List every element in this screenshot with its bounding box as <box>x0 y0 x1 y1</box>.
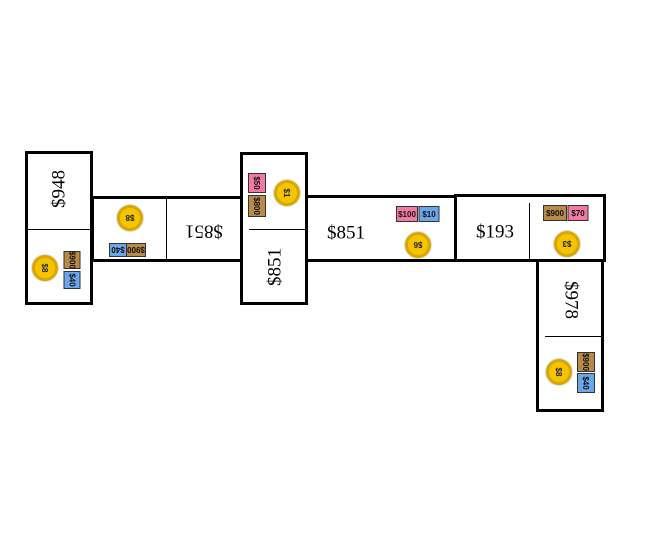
bill-value: $50 <box>252 176 262 190</box>
bill-icon: $50 <box>248 173 266 193</box>
tile-price: $193 <box>476 221 514 243</box>
bill-value: $10 <box>422 209 436 219</box>
coin-icon: $6 <box>405 232 431 258</box>
bill-value: $100 <box>398 209 416 219</box>
coin-value: $8 <box>554 367 564 377</box>
bill-icon: $900 <box>543 205 567 221</box>
bill-icon: $40 <box>109 243 127 257</box>
coin-icon: $8 <box>117 205 143 231</box>
tile-price: $851 <box>185 220 223 242</box>
coin-icon: $8 <box>546 359 572 385</box>
tile-divider <box>545 336 601 337</box>
bill-value: $800 <box>252 197 262 215</box>
tile-divider <box>529 203 530 259</box>
bill-icon: $40 <box>63 271 81 289</box>
coin-value: $8 <box>125 213 135 223</box>
bill-icon: $900 <box>63 251 81 269</box>
coin-value: $1 <box>282 188 292 198</box>
bill-value: $40 <box>111 245 125 255</box>
domino-tile-3[interactable]: $851 $1 $50 $800 <box>240 152 308 305</box>
bill-value: $70 <box>571 208 585 218</box>
bill-value: $40 <box>581 376 591 390</box>
domino-tile-2[interactable]: $851 $8 $900 $40 <box>91 196 243 262</box>
bill-value: $900 <box>127 245 145 255</box>
bill-value: $40 <box>67 273 77 287</box>
domino-tile-6[interactable]: $978 $8 $900 $40 <box>536 259 604 412</box>
coin-icon: $3 <box>554 231 580 257</box>
bill-icon: $70 <box>567 205 589 221</box>
bill-value: $900 <box>581 353 591 371</box>
tile-price: $851 <box>327 222 365 244</box>
bill-icon: $100 <box>396 206 418 222</box>
coin-value: $3 <box>562 239 572 249</box>
bill-icon: $900 <box>126 243 146 257</box>
tile-divider <box>249 229 305 230</box>
bill-icon: $40 <box>577 373 595 393</box>
bill-value: $900 <box>546 208 564 218</box>
domino-tile-1[interactable]: $948 $8 $900 $40 <box>25 151 93 305</box>
coin-icon: $1 <box>274 180 300 206</box>
coin-value: $8 <box>40 263 50 273</box>
tile-price: $851 <box>264 248 286 286</box>
coin-icon: $8 <box>32 255 58 281</box>
bill-value: $900 <box>67 251 77 269</box>
tile-price: $948 <box>48 170 70 208</box>
tile-divider <box>28 229 90 230</box>
domino-tile-4[interactable]: $851 $100 $10 $6 <box>305 195 457 262</box>
tile-price: $978 <box>560 281 582 319</box>
coin-value: $6 <box>413 240 423 250</box>
bill-icon: $800 <box>248 195 266 217</box>
tile-divider <box>166 199 167 259</box>
bill-icon: $10 <box>418 206 440 222</box>
bill-icon: $900 <box>577 352 595 372</box>
domino-tile-5[interactable]: $193 $900 $70 $3 <box>454 194 606 262</box>
